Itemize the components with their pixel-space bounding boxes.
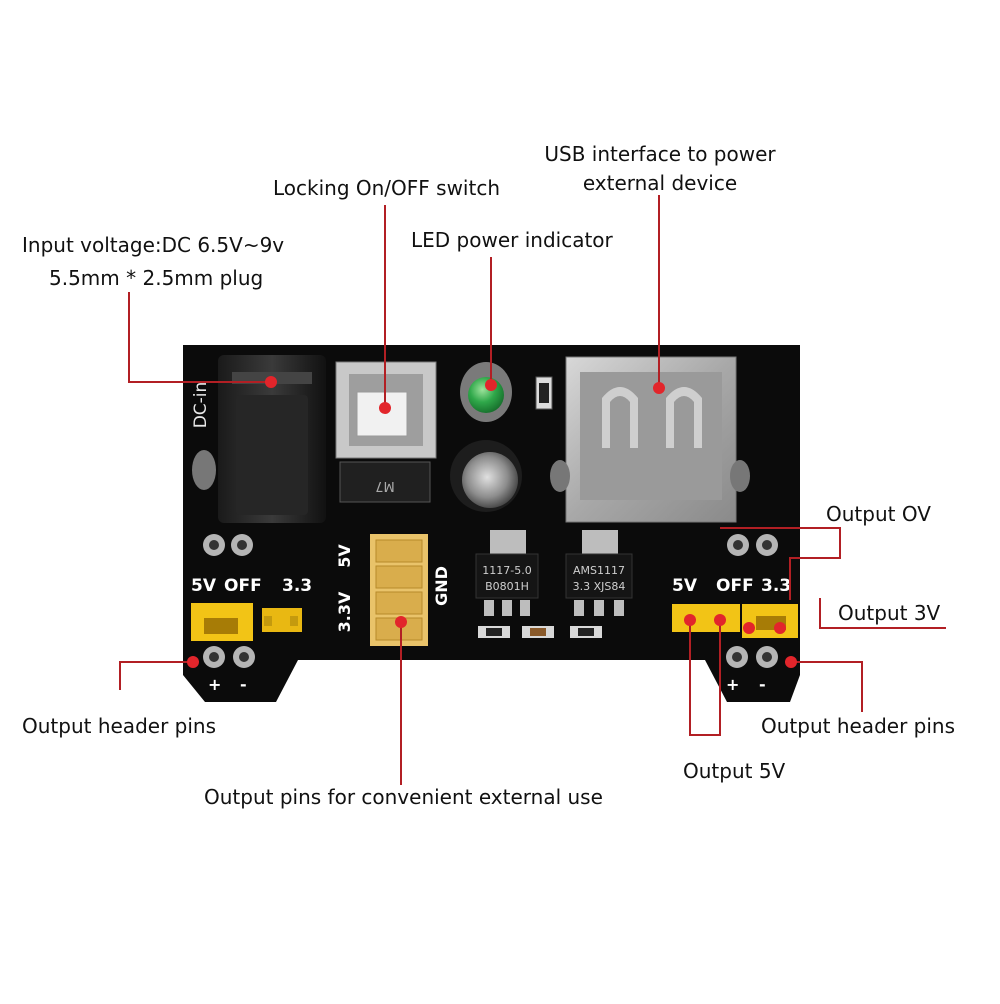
- left-jumper-33: 3.3: [282, 576, 312, 596]
- right-jumper-33: 3.3: [761, 576, 791, 596]
- reg2-line1: AMS1117: [573, 564, 625, 577]
- right-jumper-5v: 5V: [672, 576, 698, 596]
- right-minus: -: [759, 675, 766, 694]
- left-output-pads: [203, 534, 255, 668]
- output-pins-external-label: Output pins for convenient external use: [204, 785, 603, 809]
- right-output-pads: [726, 534, 778, 668]
- locking-switch-label: Locking On/OFF switch: [273, 176, 501, 200]
- dc-in-label: DC-in: [191, 382, 211, 429]
- smd-components: [478, 626, 602, 638]
- left-jumper-5v: 5V: [191, 576, 217, 596]
- header-33v-label: 3.3V: [335, 591, 354, 632]
- callout-dots: [187, 376, 797, 668]
- usb-port: [550, 356, 750, 523]
- usb-label-line2: external device: [582, 171, 738, 195]
- reg2-line2: 3.3 XJS84: [573, 580, 626, 593]
- input-voltage-label: Input voltage:DC 6.5V~9v: [22, 233, 285, 257]
- header-5v-label: 5V: [335, 544, 354, 568]
- capacitor: [450, 440, 522, 512]
- right-plus: +: [726, 675, 739, 694]
- left-jumper-off: OFF: [224, 576, 262, 596]
- switch-code-label: M7: [375, 478, 395, 493]
- reg1-line2: B0801H: [485, 580, 529, 593]
- left-jumper-block: [191, 603, 302, 641]
- output-0v-label: Output OV: [826, 502, 931, 526]
- usb-label-line1: USB interface to power: [544, 142, 776, 166]
- output-header-left-label: Output header pins: [22, 714, 216, 738]
- output-header-right-label: Output header pins: [761, 714, 955, 738]
- led-indicator-label: LED power indicator: [411, 228, 613, 252]
- regulator-3v3: AMS1117 3.3 XJS84: [565, 530, 633, 616]
- center-header-pins: [370, 534, 428, 646]
- output-5v-label: Output 5V: [683, 759, 786, 783]
- left-plus: +: [208, 675, 221, 694]
- output-3v-label: Output 3V: [838, 601, 941, 625]
- right-jumper-off: OFF: [716, 576, 754, 596]
- reg1-line1: 1117-5.0: [482, 564, 531, 577]
- regulator-5v: 1117-5.0 B0801H: [475, 530, 539, 616]
- gnd-label: GND: [432, 566, 451, 606]
- plug-size-label: 5.5mm * 2.5mm plug: [49, 266, 264, 290]
- left-minus: -: [240, 675, 247, 694]
- callout-lines: [119, 195, 946, 785]
- led: [460, 362, 553, 422]
